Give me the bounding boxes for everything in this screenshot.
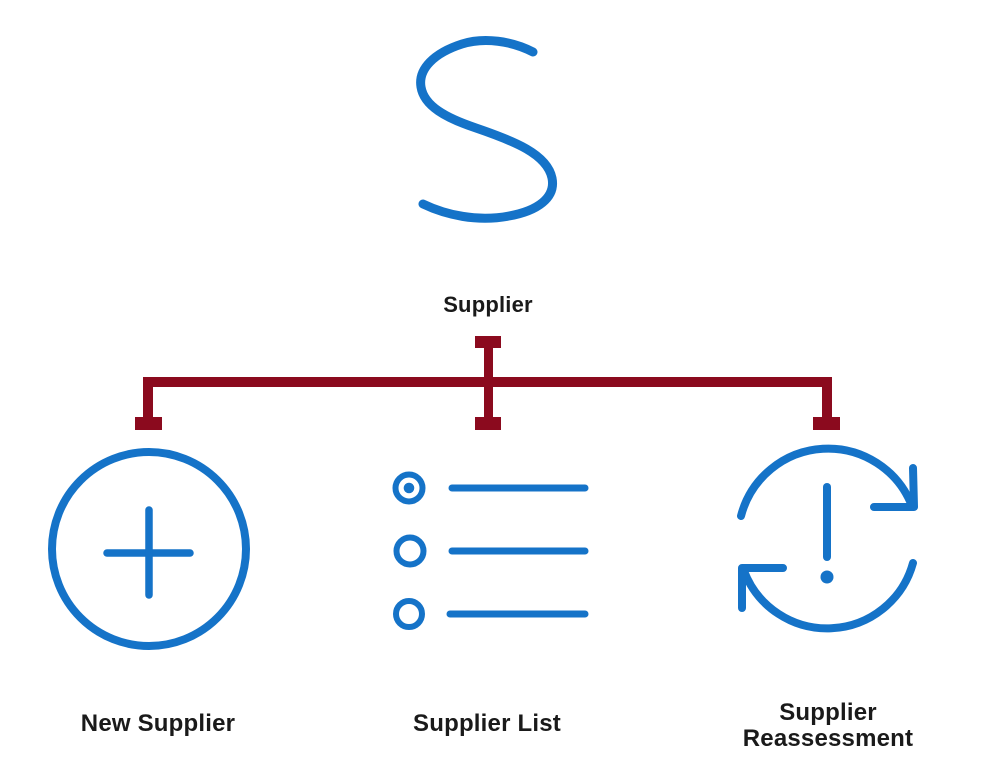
sync-alert-icon[interactable] bbox=[728, 441, 932, 651]
add-circle-icon[interactable] bbox=[45, 443, 255, 655]
root-node-label[interactable]: Supplier bbox=[443, 292, 533, 317]
bulleted-list-stroke bbox=[392, 471, 589, 630]
supplier-reassessment-label[interactable]: Supplier Reassessment bbox=[742, 699, 914, 752]
sync-alert-exclamation-dot bbox=[820, 570, 834, 584]
bulleted-list-icon[interactable] bbox=[388, 464, 594, 636]
sync-alert-stroke bbox=[737, 444, 918, 633]
new-supplier-label[interactable]: New Supplier bbox=[80, 710, 236, 737]
tree-connector bbox=[135, 336, 840, 430]
letter-s-icon[interactable] bbox=[405, 28, 575, 228]
supplier-list-label[interactable]: Supplier List bbox=[413, 710, 561, 737]
bulleted-list-selected-dot bbox=[403, 482, 415, 494]
connector-bars bbox=[135, 336, 840, 430]
add-circle-stroke bbox=[48, 448, 250, 650]
letter-s-stroke bbox=[416, 36, 557, 223]
